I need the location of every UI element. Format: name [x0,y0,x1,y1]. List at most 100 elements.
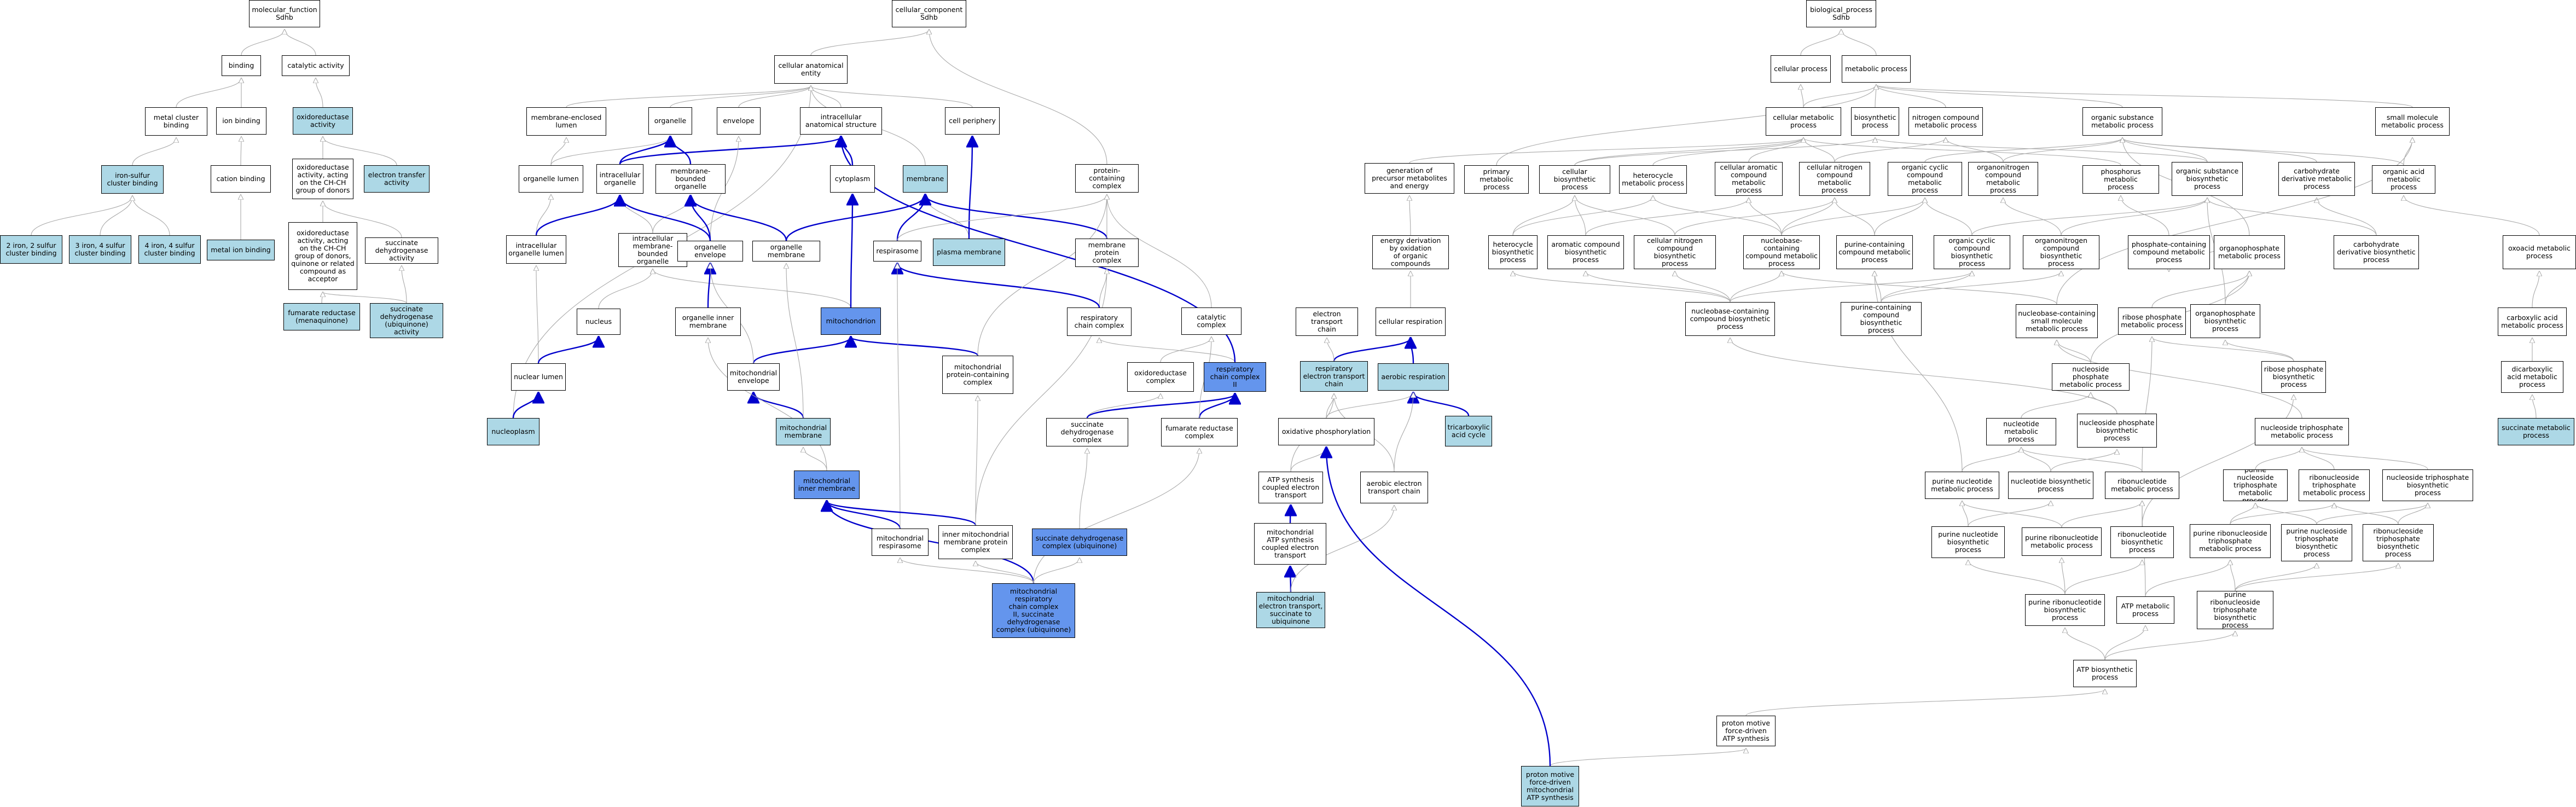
node-cation-binding[interactable]: cation binding [211,165,271,193]
node-ion-binding[interactable]: ion binding [216,107,266,135]
node-membrane-enclosed-lumen[interactable]: membrane-enclosed lumen [526,107,606,136]
node-atp-coupled[interactable]: ATP synthesis coupled electron transport [1258,472,1323,503]
node-nucleoplasm[interactable]: nucleoplasm [487,418,539,445]
node-membrane-protein-complex[interactable]: membrane protein complex [1075,239,1139,267]
node-electron-transfer[interactable]: electron transfer activity [364,165,430,193]
node-purine-nucleotide-bp[interactable]: purine nucleotide biosynthetic process [1931,526,2005,558]
node-intracellular-organelle[interactable]: intracellular organelle [596,164,643,194]
node-fe4s4[interactable]: 4 iron, 4 sulfur cluster binding [138,235,201,264]
node-catalytic-complex[interactable]: catalytic complex [1181,307,1241,335]
node-imbo[interactable]: intracellular membrane-bounded organelle [618,233,687,267]
node-binding[interactable]: binding [222,55,261,76]
node-mitochondrion[interactable]: mitochondrion [821,307,881,335]
node-gen-precursor[interactable]: generation of precursor metabolites and … [1365,163,1454,194]
node-catalytic-activity[interactable]: catalytic activity [282,55,350,76]
node-purine-nucleoside-tp-mp[interactable]: purine nucleoside triphosphate metabolic… [2223,469,2288,501]
node-organic-cyclic-bp[interactable]: organic cyclic compound biosynthetic pro… [1934,235,2010,269]
node-rcc2[interactable]: respiratory chain complex II [1204,362,1266,392]
node-organic-acid-mp[interactable]: organic acid metabolic process [2372,165,2435,194]
node-sdh-complex[interactable]: succinate dehydrogenase complex [1046,418,1128,446]
node-oxidoreductase-activity[interactable]: oxidoreductase activity [293,107,353,135]
node-carbohydrate-derivative-bp[interactable]: carbohydrate derivative biosynthetic pro… [2334,235,2419,269]
node-electron-transport-chain[interactable]: electron transport chain [1296,307,1358,336]
node-organelle-lumen[interactable]: organelle lumen [519,165,583,193]
node-cc-root[interactable]: cellular_component Sdhb [892,0,966,27]
node-sdh-ubiquinone-complex[interactable]: succinate dehydrogenase complex (ubiquin… [1032,529,1127,556]
node-nucleoside-triphosphate-mp[interactable]: nucleoside triphosphate metabolic proces… [2255,418,2349,445]
node-nucleobase-small-molecule-mp[interactable]: nucleobase-containing small molecule met… [2016,304,2098,338]
node-metal-cluster-binding[interactable]: metal cluster binding [145,107,207,136]
node-organelle-membrane[interactable]: organelle membrane [752,241,820,262]
node-cellular-aromatic-mp[interactable]: cellular aromatic compound metabolic pro… [1715,162,1783,196]
node-nucleus[interactable]: nucleus [577,309,620,335]
node-ribonucleotide-bp[interactable]: ribonucleotide biosynthetic process [2110,526,2174,558]
node-biosynthetic-process[interactable]: biosynthetic process [1851,107,1899,136]
node-ribonucleotide-mp[interactable]: ribonucleotide metabolic process [2105,472,2179,499]
node-respiratory-etc[interactable]: respiratory electron transport chain [1300,361,1368,392]
node-ox-quinone[interactable]: oxidoreductase activity, acting on the C… [288,222,357,290]
node-sdh-activity[interactable]: succinate dehydrogenase activity [365,237,438,264]
node-ribose-phosphate-bp[interactable]: ribose phosphate biosynthetic process [2261,361,2326,393]
node-mito-inner-membrane[interactable]: mitochondrial inner membrane [794,471,860,499]
node-iron-sulfur[interactable]: iron-sulfur cluster binding [101,165,164,194]
node-purine-ribonucleoside-tp-mp[interactable]: purine ribonucleoside triphosphate metab… [2190,524,2271,558]
node-plasma-membrane[interactable]: plasma membrane [933,239,1005,266]
node-cellular-nitrogen-mp[interactable]: cellular nitrogen compound metabolic pro… [1799,162,1870,196]
node-organic-cyclic-mp[interactable]: organic cyclic compound metabolic proces… [1888,162,1962,196]
node-nucleoside-tp-bp[interactable]: nucleoside triphosphate biosynthetic pro… [2382,469,2473,501]
node-organic-substance-bp[interactable]: organic substance biosynthetic process [2172,162,2243,196]
node-purine-containing-bp[interactable]: purine-containing compound biosynthetic … [1841,302,1922,336]
node-aromatic-bp[interactable]: aromatic compound biosynthetic process [1547,235,1624,269]
node-mitochondrial-envelope[interactable]: mitochondrial envelope [727,363,780,391]
node-cellular-nitrogen-bp[interactable]: cellular nitrogen compound biosynthetic … [1634,235,1716,269]
node-respirasome[interactable]: respirasome [873,241,921,262]
node-organic-substance-mp[interactable]: organic substance metabolic process [2082,107,2162,136]
node-cellular-metabolic-process[interactable]: cellular metabolic process [1766,107,1841,136]
node-cytoplasm[interactable]: cytoplasm [830,165,875,193]
node-mito-rcc2[interactable]: mitochondrial respiratory chain complex … [992,583,1075,638]
node-sdh-ubiquinone-activity[interactable]: succinate dehydrogenase (ubiquinone) act… [370,303,443,338]
node-membrane-bounded-organelle[interactable]: membrane-bounded organelle [655,164,726,194]
node-cell-periphery[interactable]: cell periphery [945,107,1000,135]
node-oxoacid-mp[interactable]: oxoacid metabolic process [2503,235,2576,269]
node-nucleotide-bp[interactable]: nucleotide biosynthetic process [2008,472,2093,499]
node-small-molecule-mp[interactable]: small molecule metabolic process [2375,107,2450,136]
node-succinate-mp[interactable]: succinate metabolic process [2498,418,2574,445]
node-nucleotide-mp[interactable]: nucleotide metabolic process [1986,418,2056,445]
node-organelle[interactable]: organelle [648,107,692,135]
node-fe3s4[interactable]: 3 iron, 4 sulfur cluster binding [69,235,131,264]
node-phosphorus-mp[interactable]: phosphorus metabolic process [2082,165,2159,194]
node-pmf-atp[interactable]: proton motive force-driven ATP synthesis [1716,716,1776,746]
node-respiratory-chain-complex[interactable]: respiratory chain complex [1067,307,1132,336]
node-organelle-inner-membrane[interactable]: organelle inner membrane [675,307,741,336]
node-cellular-respiration[interactable]: cellular respiration [1376,307,1446,336]
node-organelle-envelope[interactable]: organelle envelope [677,241,743,262]
node-carbohydrate-derivative-mp[interactable]: carbohydrate derivative metabolic proces… [2278,162,2355,196]
node-atp-mp[interactable]: ATP metabolic process [2116,596,2174,624]
node-nucleoside-phosphate-bp[interactable]: nucleoside phosphate biosynthetic proces… [2077,414,2157,448]
node-metal-ion-binding[interactable]: metal ion binding [207,240,275,260]
node-fumarate-menaquinone[interactable]: fumarate reductase (menaquinone) [283,303,360,330]
node-tca[interactable]: tricarboxylic acid cycle [1445,416,1492,446]
node-imm-protein-complex[interactable]: inner mitochondrial membrane protein com… [938,525,1013,559]
node-purine-ribonucleotide-bp[interactable]: purine ribonucleotide biosynthetic proce… [2025,594,2105,626]
node-mito-atp-coupled[interactable]: mitochondrial ATP synthesis coupled elec… [1254,523,1326,565]
node-mf-root[interactable]: molecular_function Sdhb [249,0,320,27]
node-purine-nucleoside-tp-bp[interactable]: purine nucleoside triphosphate biosynthe… [2281,524,2352,561]
node-energy-derivation[interactable]: energy derivation by oxidation of organi… [1372,235,1449,269]
node-ox-chch[interactable]: oxidoreductase activity, acting on the C… [292,159,353,199]
node-organophosphate-bp[interactable]: organophosphate biosynthetic process [2190,304,2260,338]
node-mito-protein-complex[interactable]: mitochondrial protein-containing complex [942,356,1013,394]
node-membrane[interactable]: membrane [903,165,948,193]
node-heterocycle-mp[interactable]: heterocycle metabolic process [1619,165,1687,194]
node-organonitrogen-bp[interactable]: organonitrogen compound biosynthetic pro… [2023,235,2099,269]
node-protein-containing-complex[interactable]: protein-containing complex [1075,164,1139,193]
node-heterocycle-bp[interactable]: heterocycle biosynthetic process [1488,235,1538,269]
node-metabolic-process[interactable]: metabolic process [1842,55,1911,83]
node-ribose-phosphate-mp[interactable]: ribose phosphate metabolic process [2118,307,2186,335]
node-organophosphate-mp[interactable]: organophosphate metabolic process [2214,235,2285,269]
node-cellular-process[interactable]: cellular process [1771,55,1831,83]
node-purine-nucleotide-mp[interactable]: purine nucleotide metabolic process [1925,472,1999,499]
node-aerobic-respiration[interactable]: aerobic respiration [1378,363,1449,391]
node-cae[interactable]: cellular anatomical entity [774,55,848,84]
